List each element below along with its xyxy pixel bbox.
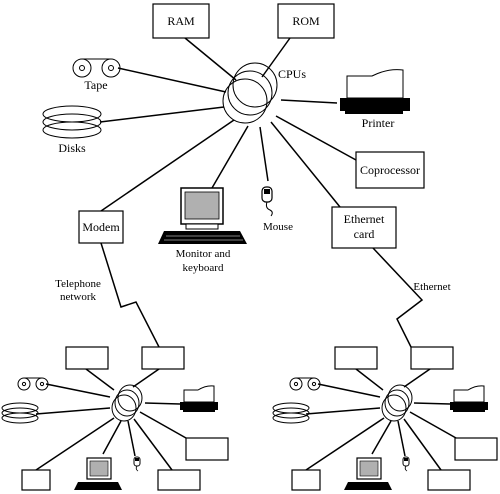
modem-box: Modem — [78, 210, 124, 244]
tape-icon — [289, 377, 321, 391]
rom-box: ROM — [277, 3, 335, 39]
modem-label: Modem — [82, 220, 120, 234]
subsystem-right — [272, 346, 498, 491]
printer-icon — [180, 385, 218, 412]
telephone-link — [100, 242, 160, 348]
monitor-keyboard-icon — [158, 187, 247, 244]
tape-icon — [72, 58, 121, 78]
monitor-keyboard-icon — [74, 457, 122, 490]
mouse-label: Mouse — [263, 221, 293, 233]
ram-label: RAM — [167, 14, 195, 28]
rom-label: ROM — [292, 14, 320, 28]
printer-label: Printer — [362, 116, 395, 130]
printer-icon — [340, 69, 410, 114]
subsystem-left — [1, 346, 229, 491]
printer-icon — [450, 385, 488, 412]
mouse-icon — [402, 456, 410, 472]
disks-icon — [42, 105, 102, 139]
mouse-icon — [261, 186, 273, 217]
telephone-label-1: Telephone — [55, 278, 101, 290]
ethernet-link — [372, 247, 424, 348]
disks-icon — [1, 402, 39, 424]
main-connections — [99, 37, 357, 212]
disks-icon — [272, 402, 310, 424]
ethernet-label: Ethernet — [413, 281, 450, 293]
ethernet-card-label-1: Ethernet — [344, 212, 385, 226]
cpu-cluster-icon — [111, 384, 143, 422]
coprocessor-box: Coprocessor — [355, 151, 425, 189]
cpu-cluster-icon — [222, 62, 278, 124]
monitor-label-1: Monitor and — [176, 248, 231, 260]
monitor-keyboard-icon — [344, 457, 392, 490]
ethernet-card-label-2: card — [354, 227, 375, 241]
ethernet-card-box: Ethernet card — [331, 206, 397, 249]
disks-label: Disks — [58, 141, 86, 155]
tape-label: Tape — [84, 78, 107, 92]
telephone-label-2: network — [60, 291, 97, 303]
cpu-cluster-icon — [381, 384, 413, 422]
tape-icon — [17, 377, 49, 391]
mouse-icon — [133, 456, 141, 472]
cpus-label: CPUs — [278, 67, 306, 81]
coprocessor-label: Coprocessor — [360, 163, 420, 177]
ram-box: RAM — [152, 3, 210, 39]
monitor-label-2: keyboard — [183, 262, 224, 274]
